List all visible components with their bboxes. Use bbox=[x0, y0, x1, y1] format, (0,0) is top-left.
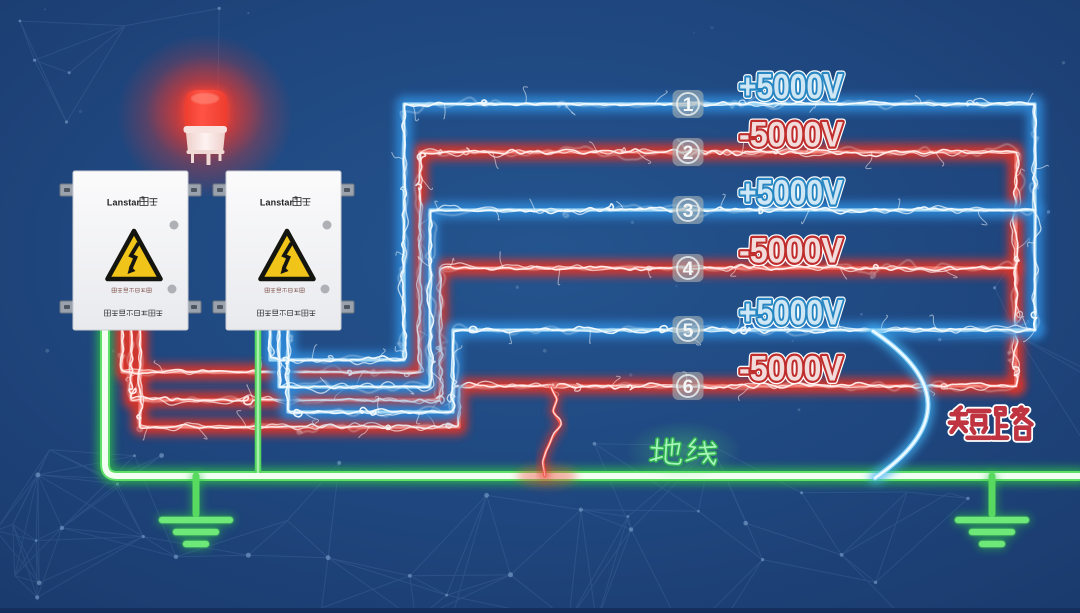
svg-text:®: ® bbox=[141, 195, 145, 202]
svg-text:+5000V: +5000V bbox=[739, 68, 844, 107]
svg-text:Lanstar: Lanstar bbox=[260, 198, 294, 208]
svg-text:-5000V: -5000V bbox=[739, 116, 844, 155]
svg-text:-5000V: -5000V bbox=[739, 350, 844, 389]
svg-text:3: 3 bbox=[683, 200, 694, 222]
svg-text:-5000V: -5000V bbox=[739, 116, 844, 155]
svg-text:+5000V: +5000V bbox=[739, 294, 844, 333]
svg-text:4: 4 bbox=[683, 258, 694, 280]
svg-text:-5000V: -5000V bbox=[739, 116, 844, 155]
svg-text:5: 5 bbox=[683, 320, 694, 342]
svg-text:+5000V: +5000V bbox=[739, 174, 844, 213]
svg-text:-5000V: -5000V bbox=[739, 232, 844, 271]
svg-text:Lanstar: Lanstar bbox=[107, 198, 141, 208]
svg-text:+5000V: +5000V bbox=[739, 174, 844, 213]
svg-text:+5000V: +5000V bbox=[739, 68, 844, 107]
svg-text:+5000V: +5000V bbox=[739, 294, 844, 333]
svg-text:6: 6 bbox=[683, 376, 694, 398]
svg-text:-5000V: -5000V bbox=[739, 232, 844, 271]
svg-text:-5000V: -5000V bbox=[739, 350, 844, 389]
svg-text:+5000V: +5000V bbox=[739, 174, 844, 213]
svg-text:-5000V: -5000V bbox=[739, 232, 844, 271]
svg-text:®: ® bbox=[294, 195, 298, 202]
svg-text:2: 2 bbox=[683, 142, 694, 164]
svg-text:+5000V: +5000V bbox=[739, 294, 844, 333]
svg-text:1: 1 bbox=[683, 94, 694, 116]
svg-text:-5000V: -5000V bbox=[739, 350, 844, 389]
svg-text:+5000V: +5000V bbox=[739, 68, 844, 107]
